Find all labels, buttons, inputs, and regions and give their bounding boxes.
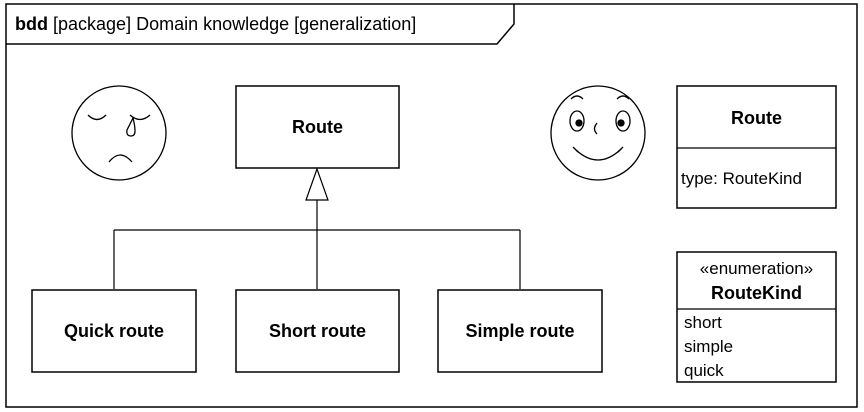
frame-border	[5, 3, 858, 408]
child-block-simple-route[interactable]	[437, 289, 603, 373]
child-block-quick-route[interactable]	[31, 289, 197, 373]
routekind-enumeration-block[interactable]	[676, 251, 837, 383]
happy-face-icon	[550, 85, 646, 181]
route-parent-label: Route	[292, 117, 343, 137]
generalization-arrowhead	[305, 167, 329, 201]
enumeration-name: RouteKind	[711, 283, 802, 303]
route-typed-block-attribute: type: RouteKind	[681, 169, 802, 188]
enumeration-literal: quick	[684, 361, 724, 380]
child-label-quick-route: Quick route	[63, 321, 165, 341]
child-label-simple-route: Simple route	[465, 321, 575, 341]
frame-header-title: [package] Domain knowledge [generalizati…	[53, 14, 417, 34]
route-parent-block[interactable]	[235, 85, 400, 169]
enumeration-stereotype: «enumeration»	[699, 259, 814, 278]
child-label-short-route: Short route	[269, 321, 366, 341]
child-block-short-route[interactable]	[235, 289, 400, 373]
route-typed-block[interactable]	[676, 85, 837, 209]
frame-header: bdd [package] Domain knowledge [generali…	[15, 15, 416, 33]
frame-header-tab	[6, 4, 515, 45]
sad-crying-face-icon	[71, 85, 167, 181]
enumeration-literal: simple	[684, 337, 734, 356]
frame-kind: bdd	[15, 14, 48, 34]
enumeration-literal: short	[684, 313, 722, 332]
route-typed-block-name: Route	[731, 108, 782, 128]
